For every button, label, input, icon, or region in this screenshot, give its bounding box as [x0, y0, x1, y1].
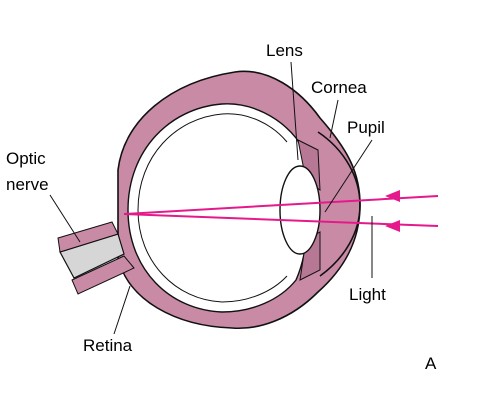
- label-pupil: Pupil: [347, 118, 385, 137]
- optic-nerve-sheath-upper: [57, 221, 119, 253]
- label-cornea: Cornea: [311, 78, 367, 97]
- light-ray-lower: [123, 213, 439, 227]
- retina-layer: [137, 113, 288, 211]
- lens: [279, 165, 321, 255]
- label-optic-nerve-line1: Optic: [6, 149, 46, 168]
- leader-optic-nerve: [49, 194, 81, 243]
- label-light: Light: [349, 285, 386, 304]
- label-retina: Retina: [83, 336, 133, 355]
- label-panel: A: [425, 354, 437, 373]
- retina-layer-lower: [137, 209, 288, 303]
- leader-pupil: [324, 139, 373, 213]
- label-optic-nerve-line2: nerve: [6, 175, 49, 194]
- optic-nerve-sheath-lower: [71, 255, 135, 295]
- leader-cornea: [329, 99, 339, 139]
- arrow-head-lower: [385, 220, 400, 232]
- leader-retina: [113, 285, 131, 335]
- leader-lens: [290, 61, 299, 161]
- label-lens: Lens: [266, 41, 303, 60]
- light-ray-upper: [123, 195, 439, 215]
- cornea: [317, 131, 361, 277]
- arrow-head-upper: [385, 190, 400, 202]
